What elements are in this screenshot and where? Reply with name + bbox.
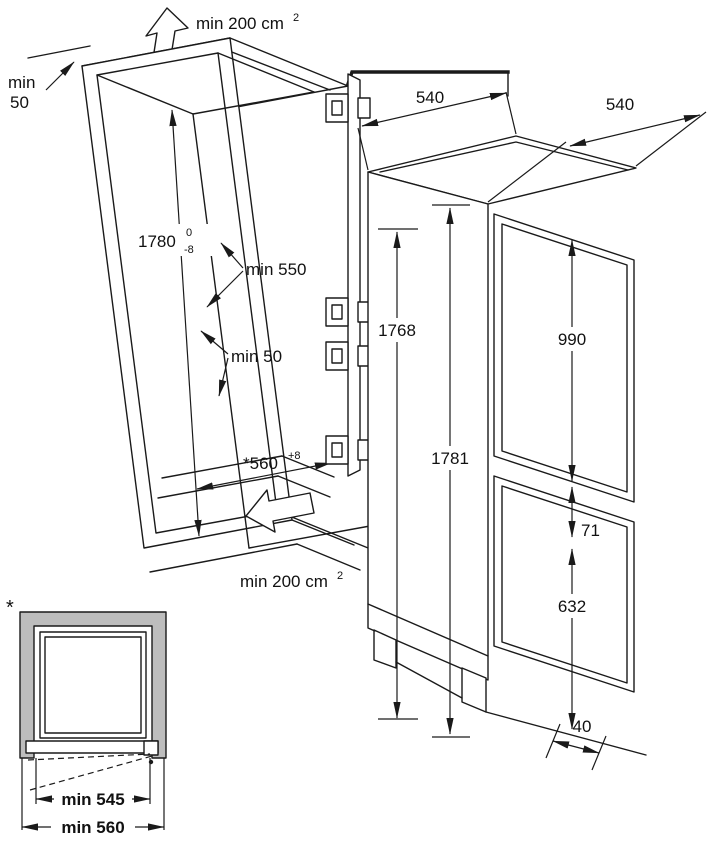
rear-clearance-leader bbox=[218, 357, 229, 397]
top-vent-label: min 200 cm bbox=[196, 14, 284, 33]
plinth-label: 40 bbox=[573, 717, 592, 736]
dim-niche-width-line bbox=[196, 462, 332, 490]
top-depth-label: 540 bbox=[416, 88, 444, 107]
rear-clearance-leader bbox=[200, 330, 229, 355]
label-mask bbox=[54, 788, 132, 810]
ext-line bbox=[505, 91, 517, 135]
interior-back-bottom bbox=[248, 525, 371, 549]
hinge-detail bbox=[331, 348, 343, 364]
niche-height-label: 1780 bbox=[138, 232, 176, 251]
plinth-line bbox=[149, 543, 298, 573]
detail-appliance-inner bbox=[44, 636, 142, 734]
hinge-detail bbox=[331, 442, 343, 458]
upper-door-label: 990 bbox=[558, 330, 586, 349]
door-edge-bar bbox=[347, 73, 361, 477]
label-mask bbox=[134, 224, 212, 256]
hinge-block bbox=[325, 93, 349, 123]
outer-width-label: min 560 bbox=[61, 818, 124, 837]
door-swing-dashed bbox=[27, 753, 151, 761]
dim-total-depth-line bbox=[569, 114, 701, 147]
hinge-detail bbox=[331, 304, 343, 320]
bottom-vent-sup: 2 bbox=[337, 570, 343, 582]
detail-drawing: * min 545 min 560 bbox=[6, 597, 167, 838]
ext-line bbox=[487, 141, 567, 203]
detail-marker: * bbox=[6, 597, 14, 619]
bottom-vent-arrow bbox=[245, 489, 315, 533]
hinge-bracket bbox=[357, 97, 371, 119]
hinge-block bbox=[325, 341, 349, 371]
ext-line bbox=[357, 127, 369, 171]
appliance-side-face bbox=[367, 171, 489, 681]
plinth-line bbox=[296, 543, 361, 571]
niche-width-sup: +8 bbox=[288, 450, 301, 462]
label-mask bbox=[369, 318, 425, 342]
bottom-vent-label: min 200 cm bbox=[240, 572, 328, 591]
label-mask bbox=[51, 816, 135, 838]
door-gap-label: 71 bbox=[581, 521, 600, 540]
hinge-bottom bbox=[325, 435, 371, 465]
rear-clearance-label: min 50 bbox=[231, 347, 282, 366]
appliance-dimensions: 540 540 1768 1781 990 71 632 40 bbox=[357, 88, 707, 771]
label-mask bbox=[547, 327, 597, 351]
lower-door-label: 632 bbox=[558, 597, 586, 616]
detail-appliance-outline bbox=[39, 631, 147, 739]
niche-depth-label: min 550 bbox=[246, 260, 306, 279]
dim-niche-height-line bbox=[169, 109, 202, 537]
interior-edge bbox=[96, 74, 194, 115]
hinge-detail bbox=[331, 100, 343, 116]
door-swing-dashed bbox=[29, 755, 153, 791]
lower-door-panel bbox=[493, 475, 635, 693]
height-overall-label: 1781 bbox=[431, 449, 469, 468]
niche-height-tol-minus: -8 bbox=[184, 244, 194, 256]
top-clearance-label-1: min bbox=[8, 73, 35, 92]
plinth-recess-line bbox=[367, 603, 489, 657]
height-label: 1768 bbox=[378, 321, 416, 340]
upper-door-inner-border bbox=[501, 223, 628, 493]
floor-line bbox=[485, 711, 647, 756]
niche-width-label: *560 bbox=[243, 454, 278, 473]
hinge-middle-2 bbox=[325, 341, 371, 371]
ext-line bbox=[635, 111, 707, 167]
detail-hinge bbox=[143, 740, 159, 756]
inner-width-label: min 545 bbox=[61, 790, 124, 809]
interior-back-top bbox=[192, 91, 315, 115]
label-mask bbox=[422, 446, 478, 470]
niche-height-tol-plus: 0 bbox=[186, 227, 192, 239]
lower-door-inner-border bbox=[501, 485, 628, 684]
total-depth-label: 540 bbox=[606, 95, 634, 114]
dim-top-depth-line bbox=[361, 92, 507, 127]
top-clearance-leader bbox=[45, 61, 75, 91]
plinth-line bbox=[291, 519, 355, 546]
ceiling-line bbox=[27, 45, 91, 59]
hinge-middle-1 bbox=[325, 297, 371, 327]
niche-depth-leader bbox=[206, 270, 244, 308]
hinge-block bbox=[325, 435, 349, 465]
detail-wall-section bbox=[19, 611, 167, 759]
hinge-block bbox=[325, 297, 349, 327]
dim-plinth-line bbox=[552, 740, 600, 754]
upper-door-panel bbox=[493, 213, 635, 503]
niche-drawing: min 200 cm 2 min 50 min 200 cm 2 bbox=[8, 7, 374, 591]
appliance-top-inset bbox=[379, 141, 629, 173]
interior-edge bbox=[217, 52, 315, 93]
top-vent-sup: 2 bbox=[293, 12, 299, 24]
hinge-top bbox=[325, 93, 371, 123]
top-clearance-label-2: 50 bbox=[10, 93, 29, 112]
furniture-top-line bbox=[345, 70, 510, 87]
detail-door bbox=[25, 740, 159, 754]
label-mask bbox=[545, 594, 599, 618]
plinth-underside-line bbox=[395, 661, 463, 699]
niche-depth-leader bbox=[220, 242, 244, 269]
